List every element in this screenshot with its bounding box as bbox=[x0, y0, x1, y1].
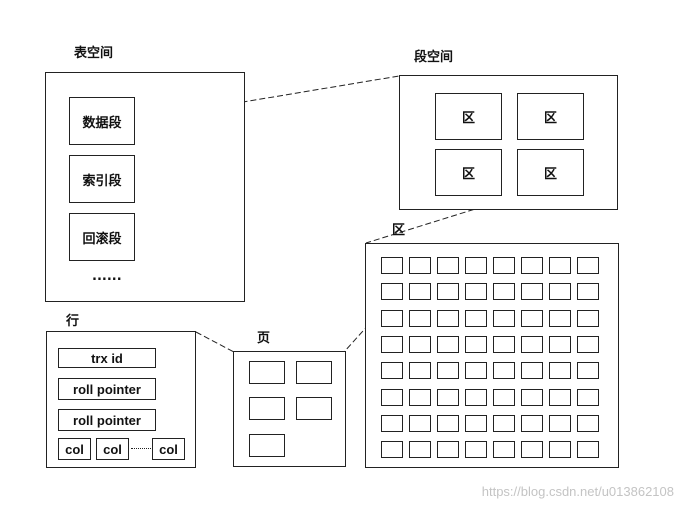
extent-page-cell bbox=[493, 441, 515, 459]
tablespace-title: 表空间 bbox=[74, 46, 114, 61]
extent-page-cell bbox=[549, 362, 571, 380]
extent-title: 区 bbox=[392, 223, 406, 238]
extent-page-cell bbox=[549, 441, 571, 459]
rollback-segment: 回滚段 bbox=[69, 213, 135, 261]
extent-box-4: 区 bbox=[517, 149, 584, 196]
extent-page-cell bbox=[381, 335, 403, 353]
extent-page-cell bbox=[465, 283, 487, 301]
extent-page-cell bbox=[437, 309, 459, 327]
segment-space-box: 区 区 区 区 bbox=[399, 75, 618, 210]
extent-page-cell bbox=[521, 388, 543, 406]
extent-grid-box bbox=[365, 243, 619, 468]
extent-page-cell bbox=[465, 362, 487, 380]
extent-page-cell bbox=[381, 441, 403, 459]
index-segment: 索引段 bbox=[69, 155, 135, 203]
page-slot-2 bbox=[296, 361, 332, 384]
extent-page-cell bbox=[521, 309, 543, 327]
extent-page-cell bbox=[437, 335, 459, 353]
extent-page-cell bbox=[493, 362, 515, 380]
segment-space-title: 段空间 bbox=[414, 50, 454, 65]
watermark: https://blog.csdn.net/u013862108 bbox=[481, 484, 674, 499]
extent-page-cell bbox=[437, 362, 459, 380]
row-title: 行 bbox=[66, 314, 80, 329]
extent-page-cell bbox=[437, 388, 459, 406]
extent-page-cell bbox=[465, 388, 487, 406]
extent-page-cell bbox=[493, 414, 515, 432]
extent-page-cell bbox=[381, 309, 403, 327]
extent-page-cell bbox=[409, 441, 431, 459]
page-slot-3 bbox=[249, 397, 285, 420]
extent-page-cell bbox=[409, 362, 431, 380]
extent-page-cell bbox=[409, 335, 431, 353]
extent-page-cell bbox=[521, 283, 543, 301]
extent-page-cell bbox=[521, 414, 543, 432]
page-slot-5 bbox=[249, 434, 285, 457]
extent-page-cell bbox=[465, 257, 487, 274]
extent-page-cell bbox=[493, 257, 515, 274]
extent-page-cell bbox=[577, 335, 599, 353]
extent-page-cell bbox=[493, 283, 515, 301]
extent-page-cell bbox=[437, 441, 459, 459]
data-segment: 数据段 bbox=[69, 97, 135, 145]
extent-page-cell bbox=[465, 335, 487, 353]
extent-page-cell bbox=[409, 388, 431, 406]
trx-id-field: trx id bbox=[58, 348, 156, 368]
extent-page-cell bbox=[577, 388, 599, 406]
extent-box-1: 区 bbox=[435, 93, 502, 140]
extent-page-cell bbox=[521, 362, 543, 380]
extent-page-cell bbox=[437, 414, 459, 432]
tablespace-box: 数据段 索引段 回滚段 ...... bbox=[45, 72, 245, 302]
col-dots-connector bbox=[131, 448, 151, 449]
extent-page-cell bbox=[549, 257, 571, 274]
extent-page-cell bbox=[493, 335, 515, 353]
extent-page-cell bbox=[493, 309, 515, 327]
page-slot-4 bbox=[296, 397, 332, 420]
extent-page-cell bbox=[465, 414, 487, 432]
col-field-3: col bbox=[152, 438, 185, 460]
roll-pointer-field-2: roll pointer bbox=[58, 409, 156, 431]
extent-page-cell bbox=[549, 414, 571, 432]
page-title: 页 bbox=[257, 331, 271, 346]
extent-box-3: 区 bbox=[435, 149, 502, 196]
extent-page-cell bbox=[381, 362, 403, 380]
col-field-1: col bbox=[58, 438, 91, 460]
extent-page-cell bbox=[409, 257, 431, 274]
extent-page-cell bbox=[521, 335, 543, 353]
extent-page-cell bbox=[493, 388, 515, 406]
extent-box-2: 区 bbox=[517, 93, 584, 140]
extent-page-cell bbox=[381, 283, 403, 301]
extent-page-cell bbox=[409, 414, 431, 432]
extent-page-cell bbox=[549, 388, 571, 406]
row-box: trx id roll pointer roll pointer col col… bbox=[46, 331, 196, 468]
extent-page-cell bbox=[381, 414, 403, 432]
extent-page-cell bbox=[465, 441, 487, 459]
extent-page-cell bbox=[521, 257, 543, 274]
extent-page-cell bbox=[437, 283, 459, 301]
extent-page-cell bbox=[409, 309, 431, 327]
extent-page-cell bbox=[549, 335, 571, 353]
extent-page-cell bbox=[409, 283, 431, 301]
extent-page-cell bbox=[549, 309, 571, 327]
extent-page-cell bbox=[577, 414, 599, 432]
page-slot-1 bbox=[249, 361, 285, 384]
extent-page-cell bbox=[381, 257, 403, 274]
extent-page-cell bbox=[521, 441, 543, 459]
extent-page-cell bbox=[577, 257, 599, 274]
col-field-2: col bbox=[96, 438, 129, 460]
extent-page-cell bbox=[577, 441, 599, 459]
ellipsis: ...... bbox=[92, 269, 122, 284]
extent-page-cell bbox=[577, 309, 599, 327]
roll-pointer-field-1: roll pointer bbox=[58, 378, 156, 400]
extent-page-cell bbox=[577, 283, 599, 301]
page-box bbox=[233, 351, 346, 467]
extent-page-cell bbox=[381, 388, 403, 406]
extent-page-cell bbox=[577, 362, 599, 380]
extent-page-cell bbox=[549, 283, 571, 301]
extent-page-cell bbox=[465, 309, 487, 327]
extent-page-cell bbox=[437, 257, 459, 274]
